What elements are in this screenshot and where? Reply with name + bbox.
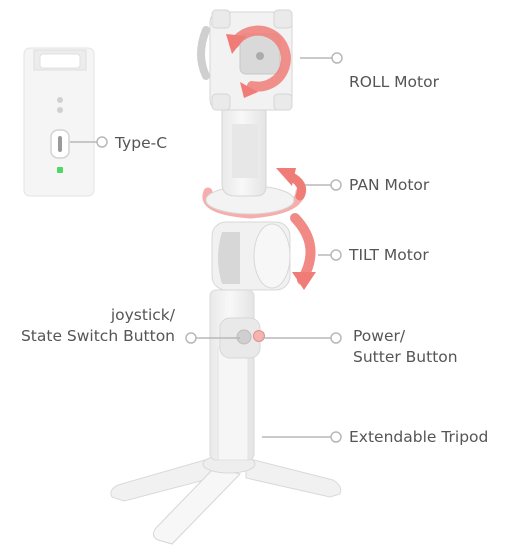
pan-motor-label: PAN Motor (349, 176, 430, 194)
power-leader-dot (330, 332, 342, 344)
joystick-label: joystick/ State Switch Button (21, 305, 175, 347)
roll-motor (197, 9, 293, 111)
joystick-leader-dot (185, 332, 197, 344)
power-label-line2: Sutter Button (353, 347, 458, 366)
roll-leader-dot (331, 52, 343, 64)
power-button (253, 330, 265, 342)
roll-motor-label: ROLL Motor (349, 73, 439, 91)
extendable-tripod-label: Extendable Tripod (349, 428, 489, 446)
tripod-leader-dot (330, 431, 342, 443)
typec-leader-dot (96, 136, 108, 148)
status-led (57, 167, 63, 173)
tilt-motor (211, 213, 316, 291)
pan-leader-dot (330, 179, 342, 191)
tilt-motor-label: TILT Motor (349, 246, 429, 264)
tripod-legs (110, 454, 342, 545)
charging-port-inset (23, 47, 95, 197)
type-c-label: Type-C (115, 134, 168, 152)
power-label-line1: Power/ (353, 327, 406, 345)
joystick-label-line1: joystick/ (110, 306, 175, 324)
joystick-label-line2: State Switch Button (20, 326, 175, 345)
joystick (236, 329, 252, 345)
tilt-leader-dot (330, 249, 342, 261)
leader-lines (70, 52, 343, 443)
arm (221, 107, 267, 197)
handle (209, 289, 265, 461)
power-label: Power/ Sutter Button (353, 326, 458, 368)
